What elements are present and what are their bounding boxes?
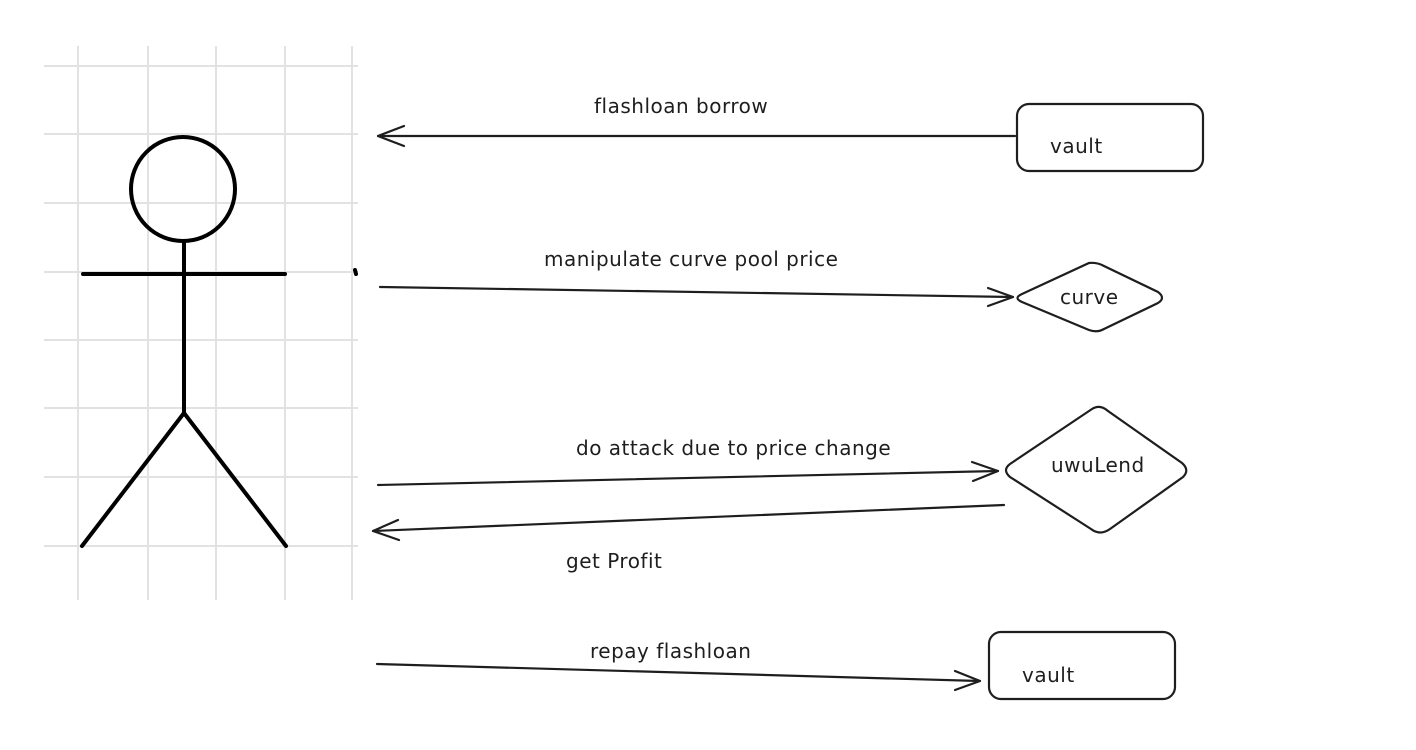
- node-curve[interactable]: curve: [1016, 261, 1164, 333]
- actor-right-leg: [182, 411, 288, 548]
- vault-box[interactable]: [1015, 102, 1205, 173]
- edge-do-attack: do attack due to price change: [376, 436, 1000, 487]
- node-vault-bottom[interactable]: vault: [987, 630, 1177, 701]
- edge-flashloan-borrow: flashloan borrow: [376, 94, 1017, 148]
- uwulend-diamond[interactable]: [1004, 405, 1188, 534]
- actor-figure: [44, 46, 358, 600]
- edge-repay-flashloan: repay flashloan: [375, 639, 982, 692]
- actor-grid-background: [44, 46, 358, 600]
- node-label-uwulend: uwuLend: [1051, 453, 1145, 477]
- node-label-vault-bottom: vault: [1022, 663, 1075, 687]
- arrow-head-icon: [376, 124, 406, 148]
- arrow-head-icon: [953, 669, 982, 692]
- arrow-line: [378, 285, 1015, 299]
- arrow-head-icon: [970, 460, 1000, 483]
- curve-diamond[interactable]: [1016, 261, 1164, 333]
- node-label-vault-top: vault: [1050, 134, 1103, 158]
- edge-label-borrow: flashloan borrow: [594, 94, 768, 118]
- arrow-line: [371, 503, 1006, 533]
- actor-left-leg: [80, 411, 186, 548]
- edge-label-attack: do attack due to price change: [576, 436, 891, 460]
- edge-label-manipulate: manipulate curve pool price: [544, 247, 838, 271]
- arrow-line: [376, 469, 1000, 487]
- arrow-line: [375, 662, 982, 683]
- node-label-curve: curve: [1060, 285, 1119, 309]
- arrow-head-icon: [371, 518, 401, 542]
- edge-manipulate-price: manipulate curve pool price: [378, 247, 1015, 308]
- edge-label-profit: get Profit: [566, 549, 662, 573]
- actor-head: [129, 135, 237, 243]
- arrow-head-icon: [986, 286, 1015, 308]
- node-vault-top[interactable]: vault: [1015, 102, 1205, 173]
- edge-label-repay: repay flashloan: [590, 639, 751, 663]
- actor-grid-mark: [353, 268, 358, 276]
- node-uwulend[interactable]: uwuLend: [1004, 405, 1188, 534]
- edge-get-profit: get Profit: [371, 503, 1006, 573]
- vault-box[interactable]: [987, 630, 1177, 701]
